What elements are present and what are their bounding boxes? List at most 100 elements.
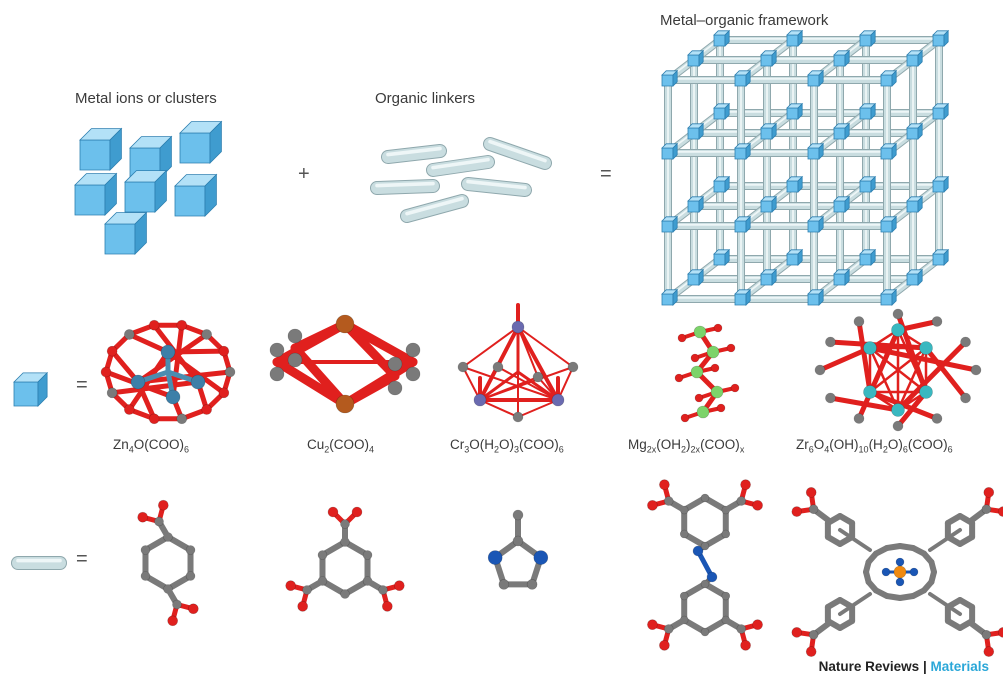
atom	[825, 392, 836, 404]
magnesium-atom	[696, 405, 710, 419]
equals-sign-top: =	[600, 163, 612, 185]
atom	[351, 506, 363, 518]
bond	[126, 331, 171, 355]
atom	[492, 361, 504, 373]
nitrogen-atom	[895, 557, 905, 567]
bond	[827, 395, 901, 413]
zinc-atom	[160, 344, 176, 360]
mof-node	[932, 248, 950, 266]
atom	[124, 404, 135, 415]
zirconium-atom	[891, 403, 905, 417]
mof-strut	[836, 56, 917, 64]
bond	[290, 343, 350, 409]
mof-strut	[664, 149, 745, 157]
atom	[805, 487, 817, 498]
atom	[680, 413, 690, 423]
atom	[791, 506, 803, 517]
bond	[868, 328, 900, 394]
atom	[736, 624, 747, 634]
bond	[497, 326, 519, 368]
bond	[838, 528, 872, 552]
bond	[109, 379, 201, 396]
nitrogen-atom	[533, 550, 549, 565]
atom	[137, 511, 148, 523]
atom	[960, 392, 971, 404]
mof-node	[734, 215, 752, 233]
bond	[165, 348, 227, 355]
mof-strut	[862, 182, 943, 190]
mof-strut	[664, 76, 745, 84]
metal-cube-7	[104, 211, 148, 255]
mof-node	[807, 215, 825, 233]
mof-node	[713, 29, 731, 47]
mof-node	[661, 215, 679, 233]
atom	[100, 366, 112, 378]
organic-rod-1	[381, 144, 447, 164]
journal-name: Nature Reviews	[818, 659, 920, 674]
metal-ions-label: Metal ions or clusters	[75, 90, 217, 107]
legend-rod	[11, 556, 67, 570]
atom	[791, 627, 803, 638]
mof-strut	[789, 109, 870, 117]
atom	[892, 420, 904, 432]
atom	[526, 579, 538, 590]
atom	[378, 585, 388, 595]
mof-node	[760, 195, 778, 213]
atom	[185, 571, 196, 581]
atom	[997, 627, 1003, 638]
magnesium-atom	[690, 365, 704, 379]
atom	[679, 529, 689, 539]
formula-zr6o4: Zr6O4(OH)10(H2O)6(COO)6	[796, 437, 953, 455]
mof-strut	[789, 36, 870, 44]
mof-strut	[763, 275, 844, 283]
bond	[479, 399, 519, 418]
mof-strut	[716, 182, 797, 190]
atom	[176, 413, 188, 425]
atom	[983, 646, 995, 657]
metal-cube-5	[124, 169, 168, 213]
atom	[176, 319, 188, 331]
journal-section: Materials	[930, 659, 989, 674]
mof-node	[734, 69, 752, 87]
mof-node	[807, 288, 825, 306]
mof-node	[880, 215, 898, 233]
atom	[679, 591, 689, 601]
atom	[532, 371, 544, 383]
atom	[512, 509, 524, 521]
mof-strut	[763, 56, 844, 64]
atom	[721, 591, 731, 601]
atom	[814, 364, 826, 376]
journal-separator: |	[919, 659, 931, 674]
atom	[567, 361, 579, 373]
mof-node	[833, 268, 851, 286]
atom	[981, 629, 992, 640]
atom	[700, 541, 710, 551]
atom	[167, 615, 178, 627]
mof-node	[833, 49, 851, 67]
mof-strut	[716, 36, 797, 44]
linker-legend-rod-icon	[11, 556, 67, 570]
mof-node	[906, 268, 924, 286]
atom	[498, 579, 510, 590]
mof-node	[661, 288, 679, 306]
atom	[405, 366, 421, 382]
legend-cube	[13, 371, 49, 407]
atom	[287, 328, 303, 344]
atom	[154, 516, 164, 527]
atom	[716, 403, 726, 413]
mof-strut	[690, 275, 771, 283]
mof-strut	[862, 36, 943, 44]
chromium-atom	[551, 393, 565, 407]
formula-cr3o: Cr3O(H2O)3(COO)6	[450, 437, 564, 455]
atom	[892, 308, 904, 320]
atom	[387, 380, 403, 396]
mof-strut	[690, 202, 771, 210]
mof-node	[661, 69, 679, 87]
atom	[713, 323, 723, 333]
magnesium-atom	[710, 385, 724, 399]
mof-node	[932, 102, 950, 120]
atom	[317, 550, 328, 560]
organic-rod-6	[400, 194, 469, 223]
bond	[928, 592, 962, 616]
mof-node	[786, 102, 804, 120]
